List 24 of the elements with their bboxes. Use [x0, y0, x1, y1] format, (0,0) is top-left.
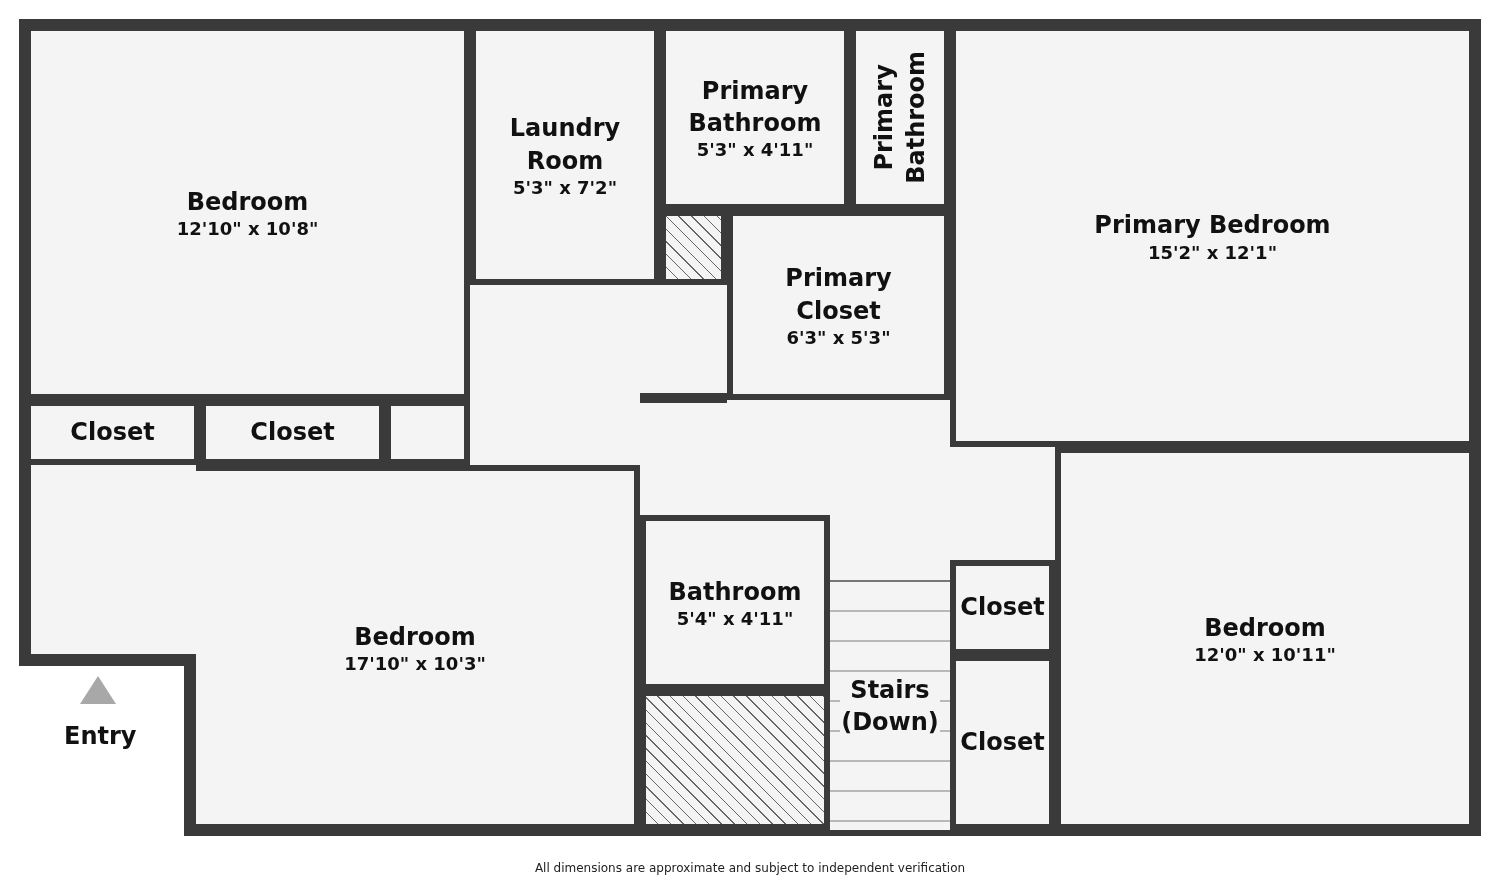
room-dimensions: 6'3" x 5'3" [786, 326, 891, 348]
entry-label: Entry [64, 721, 137, 752]
room-name: Closet [960, 727, 1045, 759]
room-name: Primary Bedroom [1094, 210, 1331, 242]
room-name: Bathroom [667, 576, 803, 608]
room-dimensions: 5'3" x 4'11" [696, 139, 814, 161]
room-name: Closet [960, 592, 1045, 624]
disclaimer-note: All dimensions are approximate and subject to independent verification [533, 861, 967, 875]
room-dimensions: 15'2" x 12'1" [1147, 241, 1278, 263]
room-dimensions: 12'10" x 10'8" [176, 218, 319, 240]
room-name: Bedroom [354, 621, 476, 653]
staircase [830, 580, 950, 830]
room-dimensions: 5'3" x 7'2" [513, 176, 617, 198]
room-name: Primary Bathroom [868, 50, 931, 186]
room-name: Closet [70, 417, 155, 449]
room-name: Laundry Room [508, 113, 622, 177]
room-name: Primary Closet [784, 263, 893, 327]
room-dimensions: 5'4" x 4'11" [676, 608, 794, 630]
room-name: Bedroom [1204, 612, 1326, 644]
room-dimensions: 17'10" x 10'3" [344, 653, 486, 675]
room-name: Bedroom [186, 186, 309, 218]
room-name: Primary Bathroom [687, 75, 823, 139]
room-name: Closet [250, 417, 335, 449]
room-dimensions: 12'0" x 10'11" [1194, 644, 1336, 666]
